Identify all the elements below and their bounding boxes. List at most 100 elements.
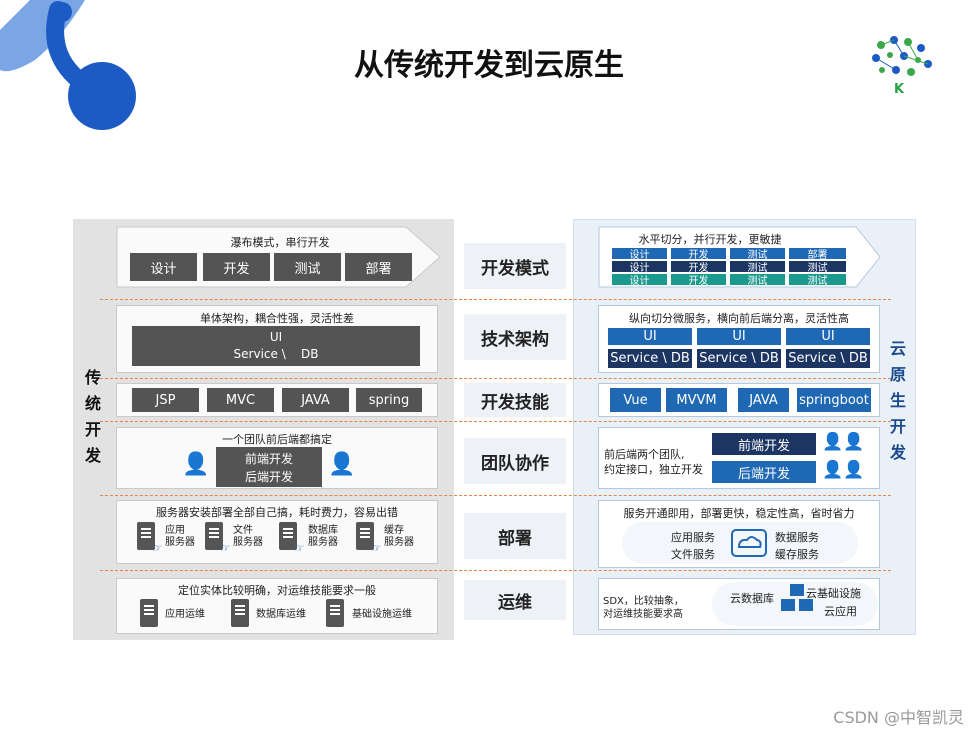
ops-caption: 定位实体比较明确，对运维技能要求一般 <box>178 584 376 597</box>
cloud-app-label: 云应用 <box>824 605 857 618</box>
ui-block: UI <box>697 328 781 345</box>
traditional-label: 传统开发 <box>84 368 101 465</box>
divider <box>100 378 891 379</box>
server-label: 数据库服务器 <box>308 525 338 548</box>
service-label: 数据服务 <box>775 531 819 544</box>
server-icon <box>140 599 158 627</box>
category-ops: 运维 <box>464 580 566 620</box>
hand-pointer-icon: ☞ <box>220 541 231 555</box>
grid-cell: 测试 <box>730 274 785 287</box>
skill-java: JAVA <box>738 388 789 412</box>
grid-cell: 设计 <box>612 274 667 287</box>
skill-vue: Vue <box>610 388 661 412</box>
hand-pointer-icon: ☞ <box>294 541 305 555</box>
step-develop: 开发 <box>203 253 270 281</box>
cloud-ops-caption-2: 对运维技能要求高 <box>603 609 683 620</box>
hand-pointer-icon: ☞ <box>371 541 382 555</box>
monolith-service-db: Service \ DB <box>233 347 319 361</box>
grid-cell: 部署 <box>789 248 846 261</box>
skill-springboot: springboot <box>797 388 871 412</box>
divider <box>100 495 891 496</box>
watermark: CSDN @中智凯灵 <box>833 708 964 727</box>
step-test: 测试 <box>274 253 341 281</box>
grid-cell: 开发 <box>671 274 726 287</box>
service-label: 缓存服务 <box>775 548 819 561</box>
dev-mode-caption: 瀑布模式，串行开发 <box>230 236 330 249</box>
ui-block: UI <box>608 328 692 345</box>
service-db-block: Service \ DB <box>786 349 870 368</box>
cloud-deploy-caption: 服务开通即用，部署更快，稳定性高，省时省力 <box>623 507 855 520</box>
team-block <box>216 447 322 487</box>
skill-spring: spring <box>356 388 422 412</box>
grid-cell: 测试 <box>730 261 785 274</box>
server-icon <box>326 599 344 627</box>
monolith-ui: UI <box>269 330 283 344</box>
skill-mvvm: MVVM <box>666 388 727 412</box>
team-caption: 一个团队前后端都搞定 <box>222 433 332 446</box>
cloud-ops-caption-1: SDX，比较抽象， <box>603 596 684 607</box>
monolith-block <box>132 326 420 366</box>
ops-item: 基础设施运维 <box>352 609 412 620</box>
server-icon <box>356 522 374 550</box>
cloud-team-caption-1: 前后端两个团队, <box>604 448 685 461</box>
cloud-native-label: 云原生开发 <box>889 339 906 462</box>
cloud-architecture-caption: 纵向切分微服务，横向前后端分离，灵活性高 <box>629 312 849 325</box>
category-architecture: 技术架构 <box>464 314 566 360</box>
decorative-logo <box>0 0 136 130</box>
team-backend: 后端开发 <box>244 470 293 484</box>
frontend-team: 前端开发 <box>712 433 816 455</box>
category-deploy: 部署 <box>464 513 566 559</box>
team-frontend: 前端开发 <box>244 452 293 466</box>
cloud-db-label: 云数据库 <box>730 592 774 605</box>
developer-group-icon: 👤👤 <box>822 432 865 452</box>
divider <box>100 421 891 422</box>
service-db-block: Service \ DB <box>697 349 781 368</box>
developer-icon: 👤 <box>328 452 356 477</box>
grid-cell: 开发 <box>671 248 726 261</box>
ops-box <box>116 578 438 634</box>
grid-cell: 开发 <box>671 261 726 274</box>
grid-cell: 测试 <box>730 248 785 261</box>
cube-stack-icon <box>781 584 813 611</box>
cloud-settings-icon <box>731 529 767 557</box>
skill-java: JAVA <box>282 388 349 412</box>
step-deploy: 部署 <box>345 253 412 281</box>
divider <box>100 570 891 571</box>
service-db-block: Service \ DB <box>608 349 692 368</box>
server-icon <box>231 599 249 627</box>
category-dev-mode: 开发模式 <box>464 243 566 289</box>
logo-letter: K <box>894 82 905 97</box>
skill-mvc: MVC <box>207 388 274 412</box>
server-label: 文件服务器 <box>233 525 263 548</box>
cloud-dev-mode-caption: 水平切分，并行开发，更敏捷 <box>638 233 782 246</box>
grid-cell: 测试 <box>789 261 846 274</box>
skill-jsp: JSP <box>132 388 199 412</box>
server-icon <box>205 522 223 550</box>
page-title: 从传统开发到云原生 <box>354 48 624 83</box>
service-label: 文件服务 <box>671 548 715 561</box>
category-skills: 开发技能 <box>464 383 566 417</box>
cloud-infra-label: 云基础设施 <box>806 587 861 600</box>
server-icon <box>279 522 297 550</box>
step-design: 设计 <box>130 253 197 281</box>
grid-cell: 设计 <box>612 261 667 274</box>
server-icon <box>137 522 155 550</box>
brand-logo-icon <box>872 36 932 76</box>
grid-cell: 测试 <box>789 274 846 287</box>
developer-group-icon: 👤👤 <box>822 460 865 480</box>
ui-block: UI <box>786 328 870 345</box>
category-team: 团队协作 <box>464 438 566 484</box>
architecture-caption: 单体架构，耦合性强，灵活性差 <box>200 312 354 325</box>
server-label: 应用服务器 <box>165 525 195 548</box>
ops-item: 应用运维 <box>165 609 205 620</box>
ops-item: 数据库运维 <box>256 609 306 620</box>
cloud-team-caption-2: 约定接口，独立开发 <box>604 463 703 476</box>
divider <box>100 299 891 300</box>
grid-cell: 设计 <box>612 248 667 261</box>
hand-pointer-icon: ☞ <box>152 541 163 555</box>
server-label: 缓存服务器 <box>384 525 414 548</box>
developer-icon: 👤 <box>182 452 210 477</box>
backend-team: 后端开发 <box>712 461 816 483</box>
deploy-caption: 服务器安装部署全部自己搞，耗时费力，容易出错 <box>156 506 398 519</box>
service-label: 应用服务 <box>671 531 715 544</box>
